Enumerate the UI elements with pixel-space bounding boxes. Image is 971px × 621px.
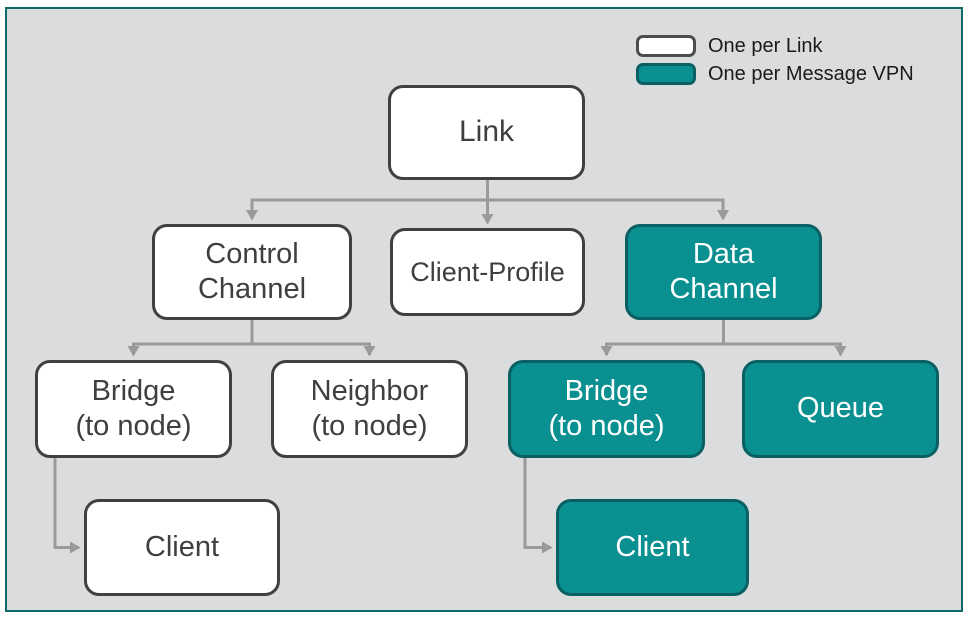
node-label-line: Channel bbox=[197, 273, 307, 305]
node-label-line: Bridge bbox=[91, 374, 176, 407]
legend-item-one-per-message-vpn: One per Message VPN bbox=[636, 63, 914, 85]
node-link: Link bbox=[388, 85, 585, 180]
node-client-profile: Client-Profile bbox=[390, 228, 585, 316]
node-label-line: (to node) bbox=[548, 410, 665, 442]
node-label: Client bbox=[615, 530, 690, 563]
node-label-line: (to node) bbox=[75, 410, 192, 442]
node-control-channel: Control Channel bbox=[152, 224, 352, 320]
node-label-line: Control bbox=[205, 237, 299, 270]
node-label-line: Bridge bbox=[564, 374, 649, 407]
node-queue: Queue bbox=[742, 360, 939, 458]
legend-swatch-one-per-message-vpn bbox=[636, 63, 696, 85]
node-label-line: (to node) bbox=[311, 410, 428, 442]
node-data-channel: Data Channel bbox=[625, 224, 822, 320]
node-label: Client-Profile bbox=[410, 256, 565, 287]
node-client-data: Client bbox=[556, 499, 749, 596]
node-label-line: Neighbor bbox=[310, 374, 429, 407]
node-label-line: Data bbox=[692, 237, 755, 270]
node-neighbor-to-node: Neighbor (to node) bbox=[271, 360, 468, 458]
legend-swatch-one-per-link bbox=[636, 35, 696, 57]
node-label-line: Channel bbox=[669, 273, 778, 305]
legend: One per Link One per Message VPN bbox=[636, 35, 914, 91]
legend-label: One per Link bbox=[708, 34, 823, 57]
node-client-control: Client bbox=[84, 499, 280, 596]
legend-label: One per Message VPN bbox=[708, 62, 914, 85]
node-bridge-to-node-control: Bridge (to node) bbox=[35, 360, 232, 458]
legend-item-one-per-link: One per Link bbox=[636, 35, 914, 57]
node-bridge-to-node-data: Bridge (to node) bbox=[508, 360, 705, 458]
node-label: Queue bbox=[796, 392, 885, 425]
node-label: Link bbox=[458, 115, 515, 149]
node-label: Client bbox=[144, 530, 220, 563]
